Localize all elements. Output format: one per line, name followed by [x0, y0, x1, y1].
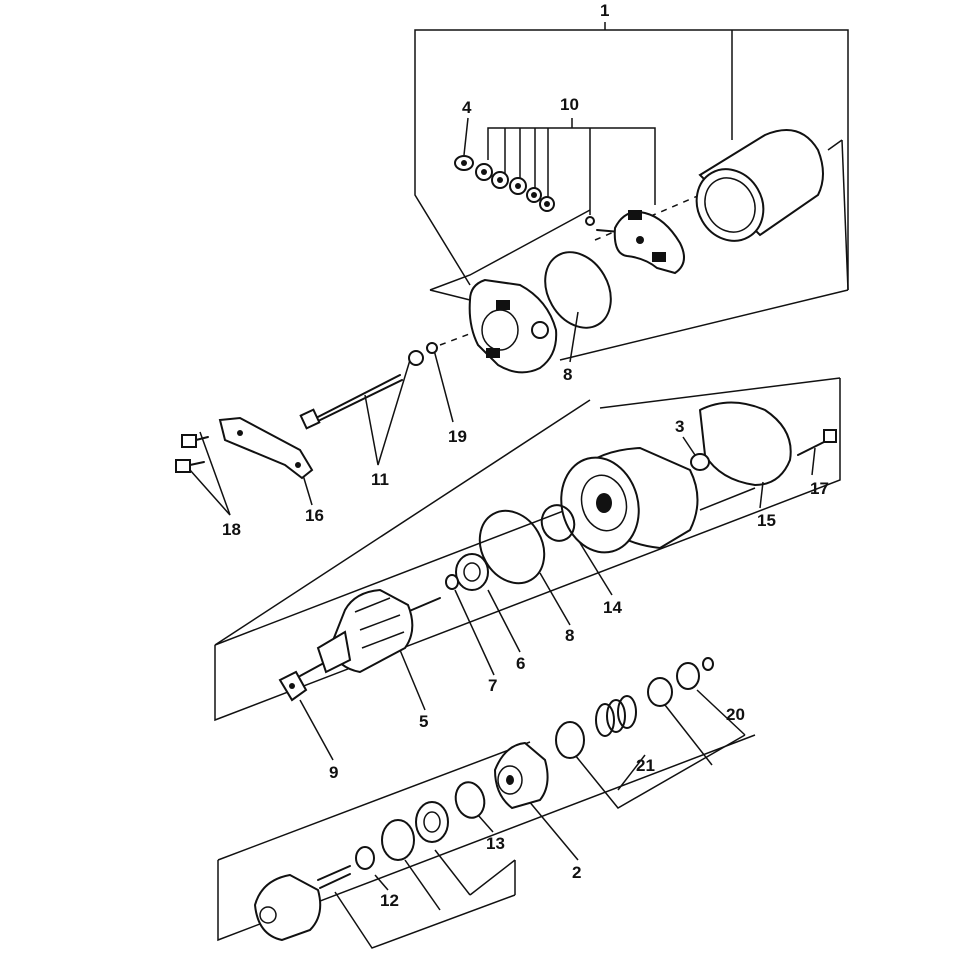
- label-7: 7: [488, 676, 497, 695]
- bolts-part-18: [175, 434, 209, 473]
- spring-part-21: [595, 695, 637, 737]
- ring-part-7: [445, 574, 459, 590]
- label-10: 10: [560, 95, 579, 114]
- o-ring-part-14: [540, 504, 576, 542]
- part-labels: 1 4 10 8 19 11 18 16 3 17 15 14 8 6 7 5 …: [222, 1, 829, 910]
- yoke-housing-part: [695, 129, 824, 242]
- through-bolt-part-11: [299, 350, 424, 430]
- bolt-part-17: [797, 429, 837, 456]
- collar-part: [647, 677, 673, 707]
- label-17: 17: [810, 479, 829, 498]
- washer-part: [381, 819, 415, 861]
- clip-part-20: [676, 657, 714, 690]
- brush-part-9: [278, 670, 308, 702]
- clutch-part-2: [493, 741, 549, 810]
- label-12: 12: [380, 891, 399, 910]
- label-19: 19: [448, 427, 467, 446]
- label-5: 5: [419, 712, 428, 731]
- label-13: 13: [486, 834, 505, 853]
- sleeve-part: [555, 721, 585, 759]
- washer-set-part-10: [475, 163, 595, 226]
- washer-part-3: [690, 453, 710, 471]
- label-11: 11: [371, 470, 389, 489]
- label-8-upper: 8: [563, 365, 572, 384]
- drive-gear-part: [253, 865, 351, 942]
- label-21: 21: [636, 756, 655, 775]
- armature-part-5: [299, 588, 441, 677]
- label-9: 9: [329, 763, 338, 782]
- bracket-part-16: [218, 416, 314, 480]
- ring-part-13: [454, 781, 486, 819]
- end-cover-part: [468, 278, 558, 374]
- retainer-part: [415, 801, 449, 843]
- label-6: 6: [516, 654, 525, 673]
- label-2: 2: [572, 863, 581, 882]
- label-18: 18: [222, 520, 241, 539]
- o-ring-upper-part-8: [544, 251, 612, 329]
- label-3: 3: [675, 417, 684, 436]
- bearing-part-6: [455, 553, 489, 591]
- label-20: 20: [726, 705, 745, 724]
- brush-holder-part: [596, 210, 685, 275]
- label-15: 15: [757, 511, 776, 530]
- label-1: 1: [600, 1, 609, 20]
- label-16: 16: [305, 506, 324, 525]
- label-4: 4: [462, 98, 472, 117]
- label-14: 14: [603, 598, 622, 617]
- leader-lines: [189, 22, 849, 949]
- clip-part-12: [355, 846, 375, 870]
- ring-part-19: [426, 342, 438, 354]
- nut-part-4: [454, 155, 474, 171]
- label-8-lower: 8: [565, 626, 574, 645]
- gasket-part-15: [699, 401, 792, 486]
- front-housing-part: [560, 446, 699, 554]
